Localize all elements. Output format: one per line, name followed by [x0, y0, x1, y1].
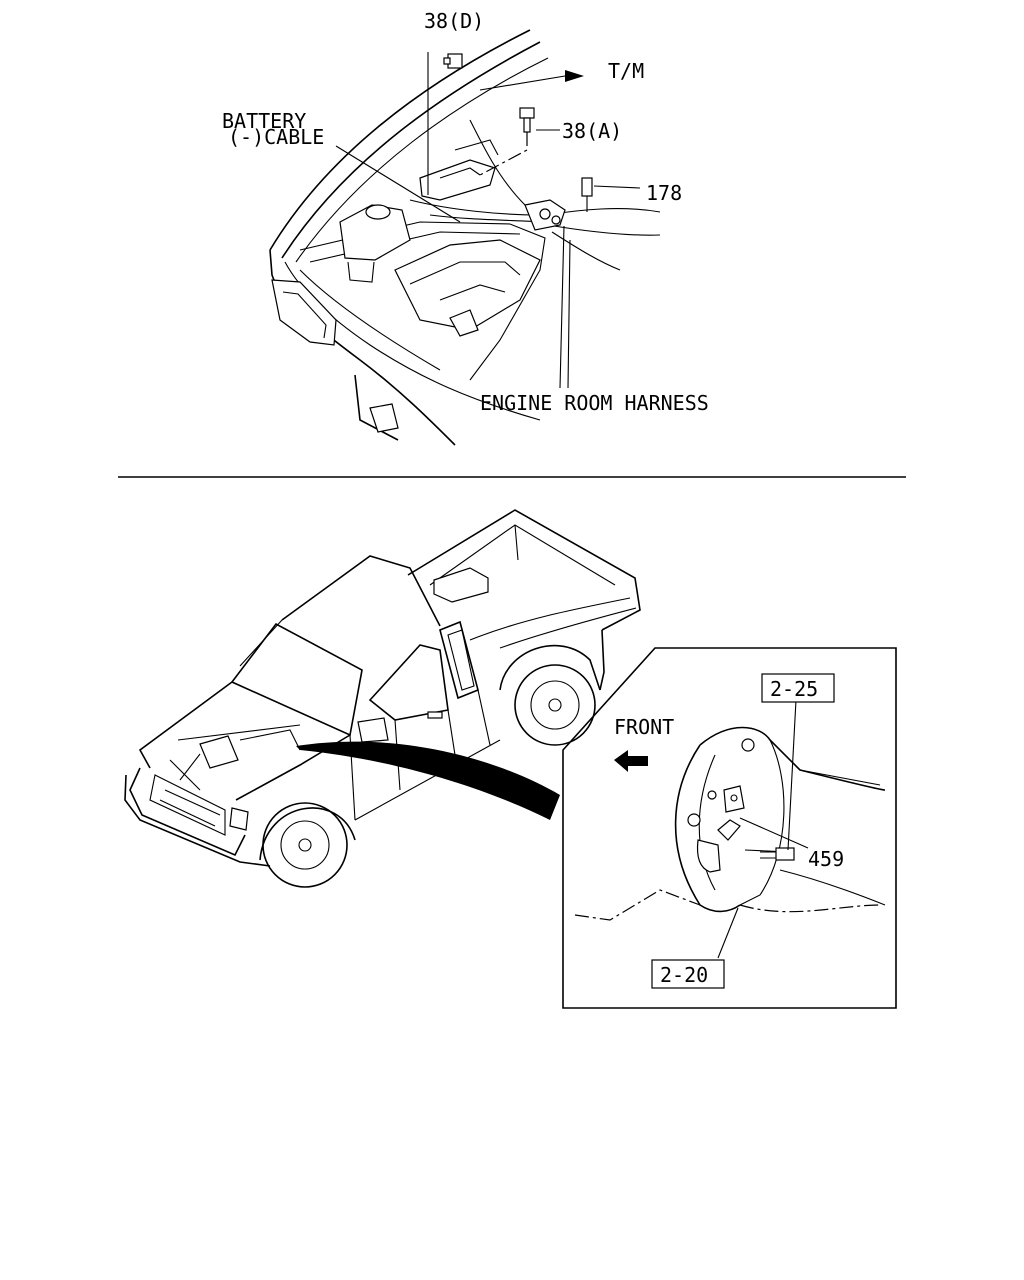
callout-transmission: T/M	[608, 59, 644, 83]
callout-battery-cable-line1: BATTERY	[222, 109, 306, 133]
bolt-icon	[519, 107, 535, 133]
ref-box-2-25	[761, 673, 835, 703]
front-arrow-icon	[614, 750, 648, 772]
callout-178: 178	[646, 181, 682, 205]
clip-icon	[581, 177, 593, 212]
bolt-icon	[760, 847, 795, 861]
callout-38d: 38(D)	[424, 9, 484, 33]
truck-view	[124, 509, 641, 888]
callout-front: FRONT	[614, 715, 674, 739]
engine-room-view	[269, 29, 661, 446]
callout-battery-cable-line2: (-)CABLE	[228, 125, 324, 149]
callout-engine-room-harness: ENGINE ROOM HARNESS	[480, 391, 709, 415]
bolt-icon	[443, 53, 463, 69]
callout-459: 459	[808, 847, 844, 871]
callout-ref-2-25: 2-25	[770, 677, 818, 701]
callout-38a: 38(A)	[562, 119, 622, 143]
ref-box-2-20	[651, 959, 725, 989]
detail-inset	[562, 647, 897, 1009]
callout-ref-2-20: 2-20	[660, 963, 708, 987]
